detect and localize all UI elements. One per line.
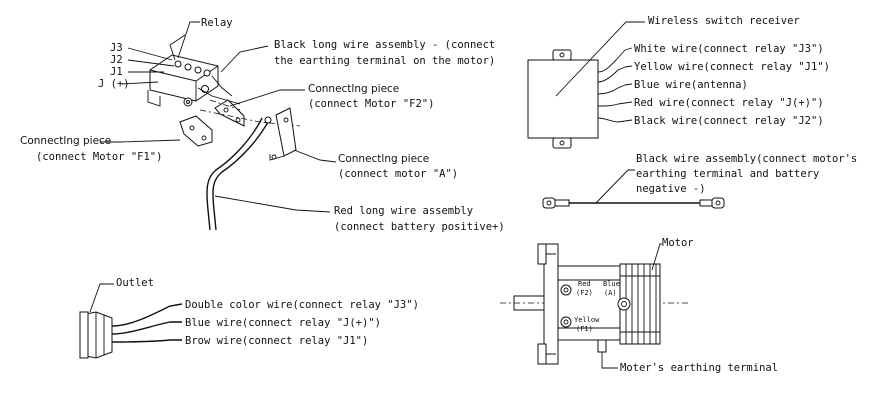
receiver-black-wire: Black wire(connect relay "J2") <box>634 115 824 127</box>
relay-label: Relay <box>201 17 233 29</box>
terminal-j3-label: J3 <box>110 42 123 54</box>
receiver-title: Wireless switch receiver <box>648 15 800 27</box>
terminal-j2-label: J2 <box>110 54 123 66</box>
connecting-piece-f2-sub: (connect Motor "F2") <box>308 98 434 110</box>
red-long-wire-label-1: Red long wire assembly <box>334 205 473 217</box>
receiver-blue-wire: Blue wire(antenna) <box>634 79 748 91</box>
motor-red-label: Red <box>578 280 591 288</box>
outlet-double-wire: Double color wire(connect relay "J3") <box>185 299 419 311</box>
receiver-drawing <box>527 21 645 149</box>
terminal-jplus-label: J (+) <box>98 78 130 90</box>
relay-leader <box>177 21 200 59</box>
receiver-red-wire: Red wire(connect relay "J(+)") <box>634 97 824 109</box>
black-long-wire-label-2: the earthing terminal on the motor) <box>274 55 495 67</box>
outlet-brow-wire: Brow wire(connect relay "J1") <box>185 335 368 347</box>
connecting-piece-f1-title: Connectlng piece <box>20 135 111 147</box>
motor-yellow-terminal: (F1) <box>576 325 593 333</box>
connecting-piece-a-title: Connectlng piece <box>338 153 429 165</box>
receiver-yellow-wire: Yellow wire(connect relay "J1") <box>634 61 830 73</box>
motor-earthing-label: Moter's earthing terminal <box>620 362 778 374</box>
motor-drawing <box>500 243 690 369</box>
black-assembly-label-1: Black wire assembly(connect motor's <box>636 153 857 165</box>
terminal-j1-label: J1 <box>110 66 123 78</box>
red-long-wire-label-2: (connect battery positive+) <box>334 221 505 233</box>
black-wire-assembly-drawing <box>542 169 725 209</box>
motor-yellow-label: Yellow <box>574 316 600 324</box>
connecting-piece-f2-title: Connectlng piece <box>308 83 399 95</box>
motor-title: Motor <box>662 237 694 249</box>
black-long-wire-label-1: Black long wire assembly - (connect <box>274 39 495 51</box>
motor-red-terminal: (F2) <box>576 289 593 297</box>
outlet-title: Outlet <box>116 277 154 289</box>
motor-blue-terminal: (A) <box>604 289 617 297</box>
connecting-piece-f1-sub: (connect Motor "F1") <box>36 151 162 163</box>
black-assembly-label-2: earthing terminal and battery <box>636 168 819 180</box>
outlet-blue-wire: Blue wire(connect relay "J(+)") <box>185 317 381 329</box>
connecting-piece-a-sub: (connect motor "A") <box>338 168 458 180</box>
receiver-white-wire: White wire(connect relay "J3") <box>634 43 824 55</box>
motor-blue-label: Blue <box>603 280 620 288</box>
outlet-drawing <box>79 283 183 359</box>
black-assembly-label-3: negative -) <box>636 183 706 195</box>
relay-drawing <box>100 21 337 231</box>
